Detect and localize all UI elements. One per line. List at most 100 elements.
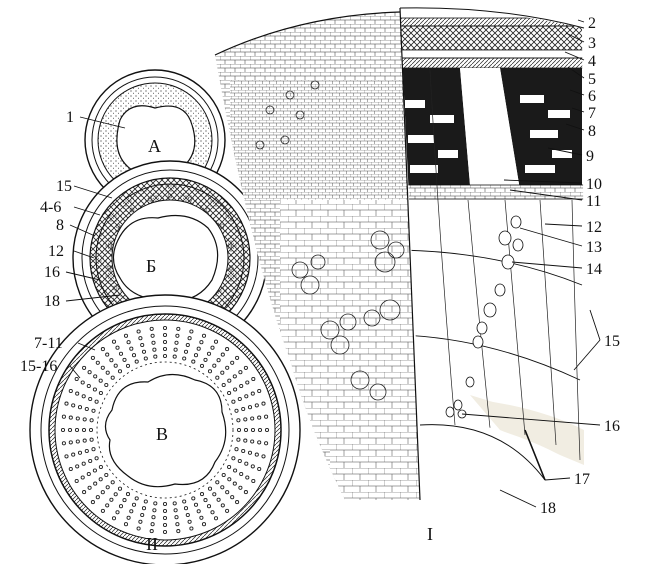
xylem-cell: [216, 497, 221, 502]
xylem-cell: [254, 403, 259, 408]
xylem-cell: [243, 417, 248, 422]
xylem-cell: [141, 349, 147, 354]
xylem-cell: [98, 378, 103, 383]
xylem-cell: [187, 519, 192, 524]
xylem-cell: [118, 351, 124, 356]
callout-13: 13: [586, 239, 602, 256]
xylem-cell: [236, 427, 242, 433]
xylem-cell: [162, 522, 168, 528]
callout-10: 10: [586, 176, 602, 193]
xylem-cell: [149, 326, 154, 331]
xylem-cell: [235, 355, 240, 360]
xylem-cell: [213, 516, 219, 521]
part-labels: I II: [146, 524, 433, 554]
callout-8: 8: [588, 123, 596, 140]
xylem-cell: [239, 383, 244, 389]
xylem-cell: [104, 472, 109, 478]
callout-4: 4: [588, 53, 596, 70]
xylem-cell: [230, 360, 235, 365]
xylem-cell: [215, 375, 220, 380]
xylem-cell: [98, 464, 103, 470]
xylem-cell: [152, 508, 157, 513]
xylem-cell: [134, 359, 139, 364]
xylem-cell: [241, 448, 246, 454]
xylem-cell: [80, 380, 85, 385]
xylem-cell: [227, 464, 232, 470]
xylem-cell: [233, 387, 238, 392]
xylem-cell: [150, 333, 155, 338]
xylem-cell: [75, 391, 80, 396]
xylem-cell: [185, 342, 190, 348]
xylem-cell: [183, 506, 189, 511]
xylem-cell: [75, 416, 80, 421]
xylem-cell: [140, 342, 145, 348]
xylem-cell: [68, 415, 73, 420]
xylem-cell: [153, 501, 158, 506]
callout-14: 14: [586, 261, 602, 278]
xylem-cell: [196, 346, 201, 351]
xylem-cell: [117, 369, 123, 374]
xylem-cell: [203, 498, 208, 503]
callout-c-15-16: 15-16: [20, 358, 57, 375]
xylem-cell: [189, 329, 194, 334]
xylem-cell: [221, 472, 226, 478]
callout-b-8: 8: [56, 217, 64, 234]
xylem-cell: [207, 369, 213, 374]
xylem-cell: [210, 345, 215, 350]
xylem-cell: [87, 485, 92, 490]
xylem-cell: [257, 466, 262, 472]
xylem-cell: [261, 401, 266, 406]
xylem-cell: [60, 427, 66, 433]
callout-17: 17: [574, 471, 590, 488]
xylem-cell: [110, 375, 115, 380]
xylem-cell: [91, 408, 96, 413]
xylem-cell: [176, 326, 181, 331]
xylem-cell: [212, 492, 217, 497]
callout-15: 15: [604, 333, 620, 350]
xylem-cell: [251, 376, 256, 382]
xylem-cell: [126, 515, 131, 520]
xylem-cell: [247, 405, 253, 410]
xylem-cell: [77, 450, 83, 455]
xylem-cell: [88, 427, 94, 433]
xylem-cell: [174, 515, 179, 520]
xylem-cell: [80, 475, 85, 480]
xylem-cell: [250, 391, 255, 396]
xylem-cell: [125, 492, 131, 497]
xylem-cell: [86, 471, 91, 477]
xylem-cell: [172, 354, 177, 359]
xylem-cell: [118, 504, 124, 509]
part-i-label: I: [427, 524, 433, 544]
xylem-cell: [115, 510, 120, 515]
xylem-cell: [201, 522, 207, 527]
xylem-cell: [162, 508, 168, 514]
xylem-cell: [225, 365, 230, 370]
callout-b-16: 16: [44, 264, 60, 281]
callout-b-4-6: 4-6: [40, 199, 61, 216]
xylem-cell: [243, 427, 249, 433]
xylem-cell: [105, 503, 110, 508]
xylem-cell: [225, 347, 230, 352]
xylem-cell: [140, 512, 145, 518]
xylem-cell: [257, 415, 262, 420]
xylem-cell: [191, 496, 196, 501]
xylem-cell: [233, 468, 238, 473]
xylem-cell: [134, 496, 139, 501]
xylem-cell: [95, 360, 100, 365]
xylem-cell: [90, 500, 95, 505]
xylem-cell: [243, 365, 248, 370]
callout-c-7-11: 7-11: [34, 335, 63, 352]
xylem-cell: [220, 503, 225, 508]
xylem-cell: [238, 370, 243, 375]
xylem-cell: [71, 452, 76, 457]
xylem-cell: [206, 504, 212, 509]
xylem-cell: [61, 441, 66, 446]
xylem-cell: [212, 363, 217, 368]
xylem-cell: [250, 416, 255, 421]
xylem-cell: [92, 468, 97, 473]
xylem-cell: [264, 441, 269, 446]
xylem-cell: [176, 529, 181, 534]
xylem-cell: [68, 388, 73, 394]
xylem-cell: [261, 454, 266, 459]
